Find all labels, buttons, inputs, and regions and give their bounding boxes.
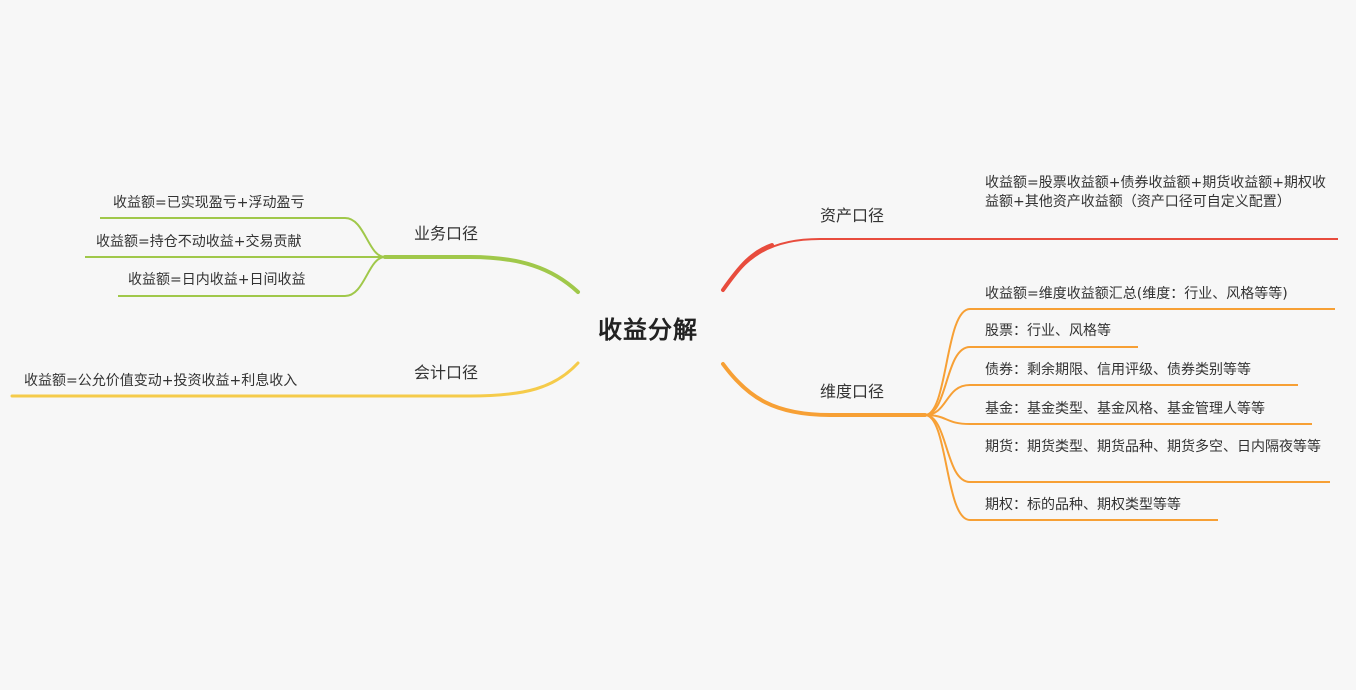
branch-business[interactable]: 业务口径 [414, 224, 479, 243]
asset-branch-links [721, 238, 1338, 292]
accounting-leaf-1[interactable]: 收益额=公允价值变动+投资收益+利息收入 [24, 373, 298, 389]
dimension-leaf-3[interactable]: 债券：剩余期限、信用评级、债券类别等等 [985, 362, 1251, 378]
root-topic[interactable]: 收益分解 [598, 316, 698, 344]
branch-accounting[interactable]: 会计口径 [414, 363, 479, 382]
dimension-leaf-5[interactable]: 期货：期货类型、期货品种、期货多空、日内隔夜等等 [985, 439, 1321, 455]
business-branch-links [85, 217, 580, 297]
business-leaf-link [118, 256, 386, 297]
accounting-branch-links [10, 361, 580, 398]
dimension-leaf-link [924, 414, 1312, 425]
dimension-leaf-link [924, 308, 1335, 416]
business-leaf-1[interactable]: 收益额=已实现盈亏+浮动盈亏 [113, 195, 305, 211]
business-leaf-3[interactable]: 收益额=日内收益+日间收益 [128, 272, 306, 288]
asset-leaf-1[interactable]: 收益额=股票收益额+债券收益额+期货收益额+期权收益额+其他资产收益额（资产口径… [985, 175, 1326, 210]
asset-main-link [722, 238, 1338, 291]
dimension-leaf-2[interactable]: 股票：行业、风格等 [985, 323, 1111, 339]
dimension-leaf-6[interactable]: 期权：标的品种、期权类型等等 [985, 497, 1181, 513]
branch-asset[interactable]: 资产口径 [820, 206, 885, 225]
business-leaf-2[interactable]: 收益额=持仓不动收益+交易贡献 [96, 234, 302, 250]
accounting-main-link [10, 361, 580, 398]
dimension-leaf-4[interactable]: 基金：基金类型、基金风格、基金管理人等等 [985, 401, 1265, 417]
dimension-leaf-link [924, 384, 1298, 416]
branch-dimension[interactable]: 维度口径 [820, 382, 885, 401]
asset-main-thick [721, 243, 774, 292]
dimension-leaf-link [924, 346, 1138, 416]
dimension-leaf-link [924, 414, 1218, 521]
dimension-main-link [721, 362, 927, 417]
business-main-link [383, 255, 580, 294]
business-leaf-link [100, 217, 386, 258]
dimension-leaf-1[interactable]: 收益额=维度收益额汇总(维度：行业、风格等等) [985, 286, 1288, 302]
dimension-branch-links [721, 308, 1335, 521]
